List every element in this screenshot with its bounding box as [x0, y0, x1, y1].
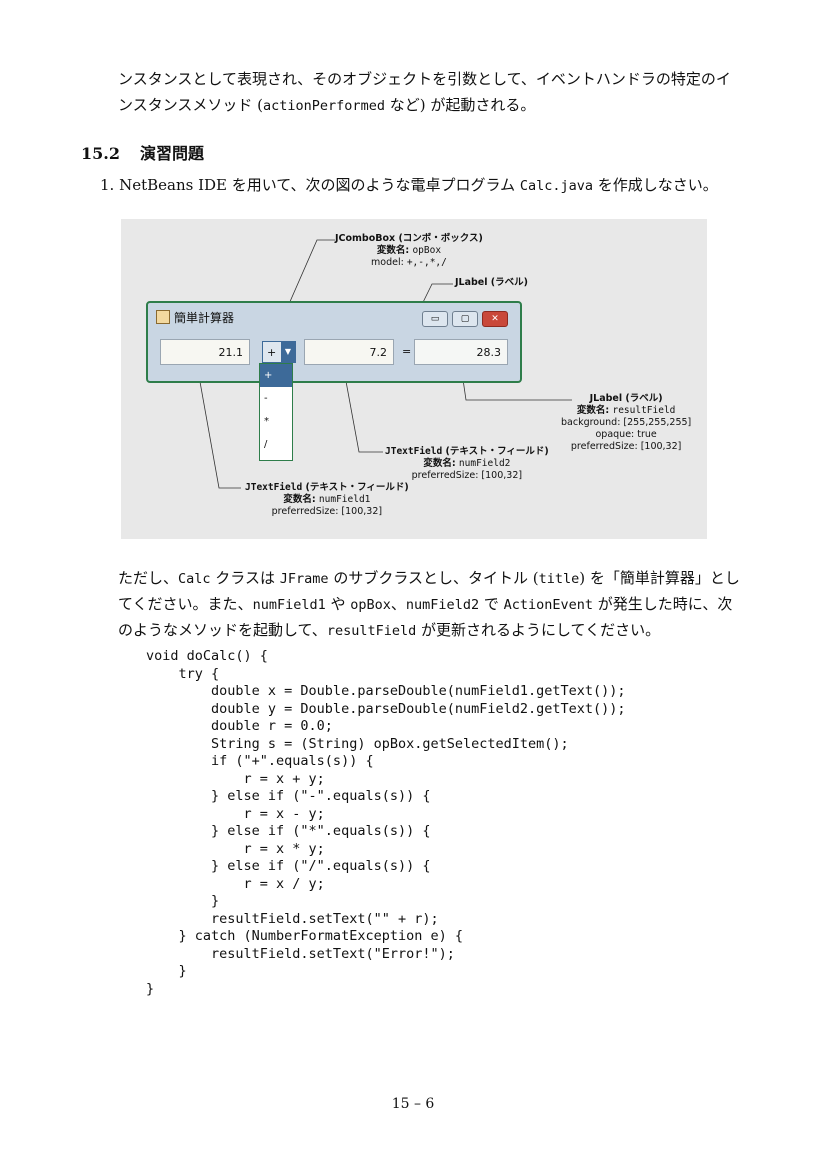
calculator-window: 簡単計算器 ▭ ▢ ✕ 21.1 +▼ 7.2 = 28.3	[146, 301, 522, 383]
dropdown-option[interactable]: *	[264, 416, 269, 427]
num-field-1[interactable]: 21.1	[160, 339, 250, 365]
dropdown-option[interactable]: /	[264, 439, 268, 450]
code-listing: void doCalc() { try { double x = Double.…	[146, 648, 626, 997]
section-number: 15.2	[81, 144, 120, 163]
page-number: 15 – 6	[391, 1096, 435, 1112]
op-dropdown-list[interactable]: + - * /	[259, 363, 293, 461]
para-line-2: てください。また、numField1 や opBox、numField2 で A…	[118, 595, 733, 613]
app-icon	[156, 310, 170, 324]
calculator-figure: JComboBox (コンボ・ボックス) 変数名: opBox model: +…	[121, 219, 707, 539]
window-title: 簡単計算器	[156, 309, 234, 326]
num-field-2[interactable]: 7.2	[304, 339, 394, 365]
result-field: 28.3	[414, 339, 508, 365]
section-title: 演習問題	[139, 144, 204, 163]
annotation-result-label: JLabel (ラベル) 変数名: resultField background…	[561, 393, 692, 452]
leader-tf2	[342, 364, 383, 453]
exercise-item-1: 1. NetBeans IDE を用いて、次の図のような電卓プログラム Calc…	[100, 176, 718, 194]
chevron-down-icon[interactable]: ▼	[281, 342, 295, 362]
maximize-button[interactable]: ▢	[452, 311, 478, 327]
intro-line-2: ンスタンスメソッド (actionPerformed など) が起動される。	[118, 96, 536, 114]
annotation-combobox: JComboBox (コンボ・ボックス) 変数名: opBox model: +…	[335, 233, 483, 268]
close-button[interactable]: ✕	[482, 311, 508, 327]
dropdown-option[interactable]: +	[260, 364, 292, 387]
para-line-3: のようなメソッドを起動して、resultField が更新されるようにしてくださ…	[118, 621, 661, 639]
annotation-label-equals: JLabel (ラベル)	[455, 277, 528, 288]
minimize-button[interactable]: ▭	[422, 311, 448, 327]
dropdown-option[interactable]: -	[264, 393, 268, 404]
section-heading: 15.2 演習問題	[81, 140, 204, 164]
intro-line-1: ンスタンスとして表現され、そのオブジェクトを引数として、イベントハンドラの特定の…	[118, 70, 731, 88]
op-combobox[interactable]: +▼	[262, 341, 296, 363]
annotation-textfield-1: JTextField (テキスト・フィールド) 変数名: numField1 p…	[245, 482, 409, 517]
annotation-textfield-2: JTextField (テキスト・フィールド) 変数名: numField2 p…	[385, 446, 549, 481]
para-line-1: ただし、Calc クラスは JFrame のサブクラスとし、タイトル (titl…	[118, 569, 740, 587]
equals-label: =	[402, 345, 412, 358]
leader-tf1	[196, 364, 241, 489]
